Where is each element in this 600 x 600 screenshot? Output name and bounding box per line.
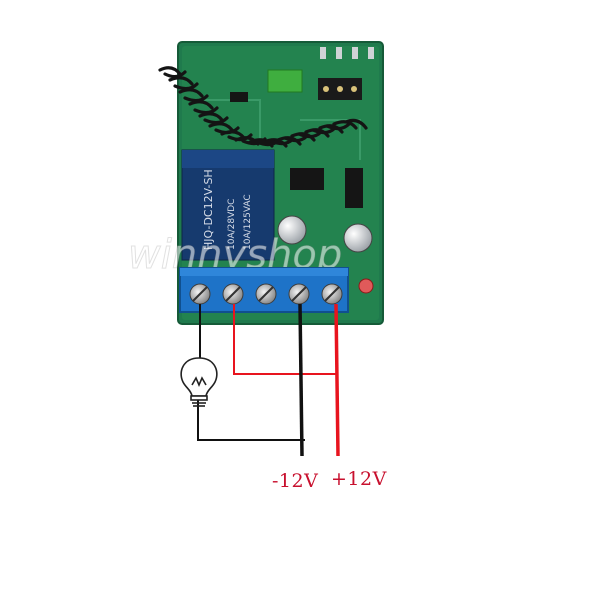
- screw-terminal-icon: [288, 283, 310, 305]
- light-bulb-icon: [180, 357, 218, 407]
- screw-terminal-icon: [255, 283, 277, 305]
- wires: [197, 303, 340, 457]
- relay-model-text: HJQ-DC12V-SH: [202, 169, 215, 250]
- wire-negative-supply: [298, 303, 304, 457]
- jumper-pins: [318, 78, 362, 100]
- screw-terminal-icon: [189, 283, 211, 305]
- coiled-antenna: [158, 66, 368, 148]
- relay-rating-1-text: 10A/28VDC: [227, 199, 237, 250]
- screw-terminal-icon: [321, 283, 343, 305]
- relay: HJQ-DC12V-SH 10A/28VDC 10A/125VAC: [181, 149, 275, 261]
- screw-terminal-icon: [222, 283, 244, 305]
- capacitor-2: [343, 223, 373, 253]
- negative-supply-label: -12V: [272, 470, 319, 492]
- led-icon: [358, 278, 374, 294]
- positive-supply-label: +12V: [331, 468, 387, 490]
- terminal-block: [179, 267, 349, 313]
- wire-lamp-return: [197, 400, 305, 441]
- ic-chip-right: [345, 168, 363, 208]
- header-pins: [320, 47, 374, 59]
- capacitor: [277, 215, 307, 245]
- wire-positive-supply: [334, 303, 340, 457]
- green-connector: [267, 69, 303, 93]
- ic-chip: [290, 168, 324, 190]
- receiver-board: HJQ-DC12V-SH 10A/28VDC 10A/125VAC: [177, 41, 384, 325]
- ic-chip-small: [230, 92, 248, 102]
- relay-rating-2-text: 10A/125VAC: [243, 194, 253, 250]
